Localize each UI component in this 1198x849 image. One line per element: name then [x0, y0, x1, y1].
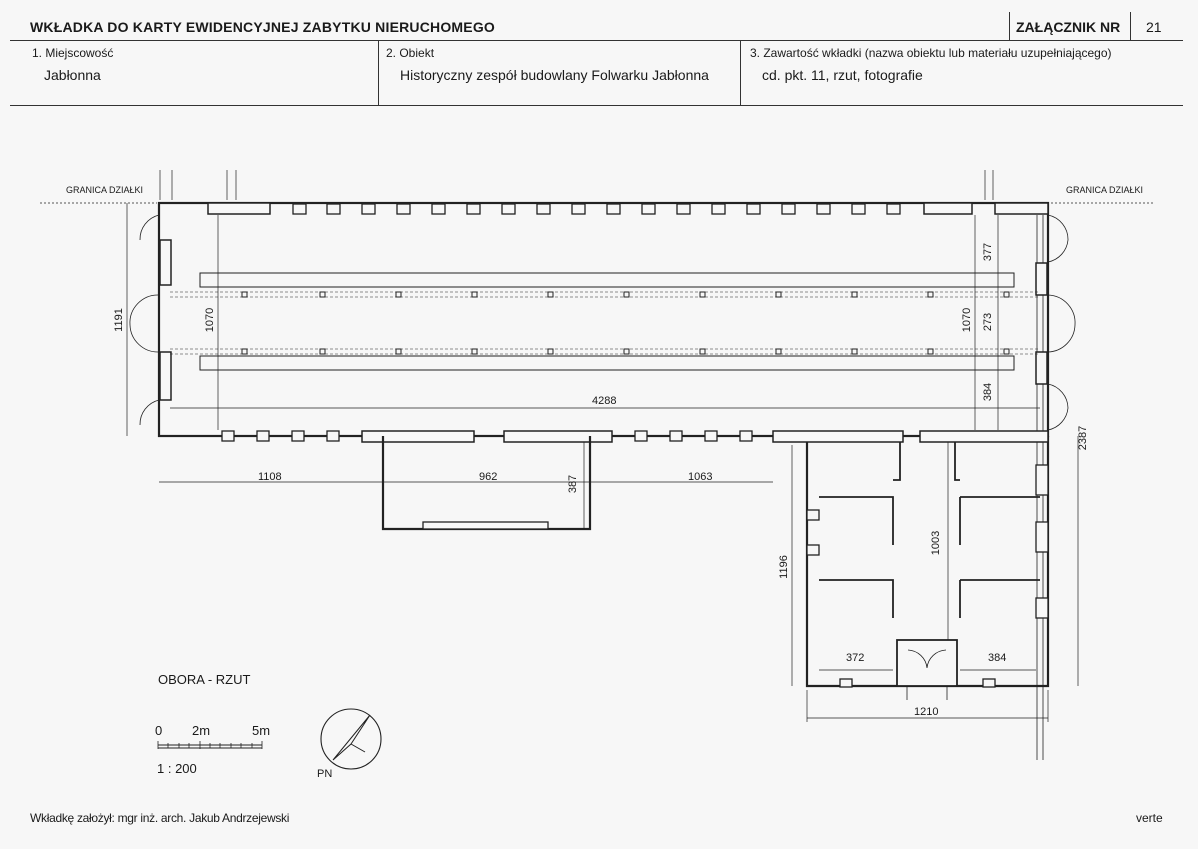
header-divider-zal — [1009, 12, 1010, 41]
field-label-content: 3. Zawartość wkładki (nazwa obiektu lub … — [750, 46, 1112, 60]
field-label-locality: 1. Miejscowość — [32, 46, 114, 60]
dim-387: 387 — [567, 474, 580, 494]
dimension-lines — [126, 203, 1079, 722]
scale-label-2m: 2m — [192, 723, 211, 738]
dim-372: 372 — [846, 652, 865, 664]
attachment-number: 21 — [1146, 19, 1162, 35]
dim-1003: 1003 — [930, 530, 943, 556]
drawing-title: OBORA - RZUT — [158, 672, 251, 687]
dim-1108: 1108 — [258, 471, 282, 483]
dim-384-lower: 384 — [988, 652, 1007, 664]
north-arrow-icon — [320, 708, 382, 770]
boundary-label-right: GRANICA DZIAŁKI — [1066, 185, 1144, 195]
dim-377: 377 — [982, 242, 995, 262]
scale-label-zero: 0 — [155, 723, 163, 738]
boundary-label-left: GRANICA DZIAŁKI — [66, 185, 144, 195]
header-divider-num — [1130, 12, 1131, 41]
verte-note: verte — [1136, 811, 1163, 825]
dim-1070-left: 1070 — [204, 307, 217, 333]
field-label-object: 2. Obiekt — [386, 46, 435, 60]
dim-273: 273 — [982, 312, 995, 332]
dim-384-upper: 384 — [982, 382, 995, 402]
field-divider-1 — [378, 40, 379, 106]
field-divider-2 — [740, 40, 741, 106]
north-label: PN — [317, 768, 333, 780]
dim-4288: 4288 — [592, 395, 617, 407]
field-value-locality: Jabłonna — [44, 67, 101, 83]
scale-label-5m: 5m — [252, 723, 271, 738]
dim-1210: 1210 — [914, 706, 939, 718]
dim-1063: 1063 — [688, 471, 713, 483]
dim-1191: 1191 — [112, 308, 125, 332]
dim-1070-right: 1070 — [961, 307, 974, 333]
field-value-content: cd. pkt. 11, rzut, fotografie — [762, 67, 923, 83]
header-rule-top — [10, 40, 1183, 41]
attachment-label: ZAŁĄCZNIK NR — [1016, 19, 1121, 35]
column-posts — [241, 291, 1010, 355]
dim-1196: 1196 — [777, 555, 790, 579]
form-title: WKŁADKA DO KARTY EWIDENCYJNEJ ZABYTKU NI… — [30, 19, 496, 35]
field-value-object: Historyczny zespół budowlany Folwarku Ja… — [400, 67, 709, 83]
scale-ratio: 1 : 200 — [157, 761, 197, 776]
top-windows — [292, 203, 901, 215]
dim-962: 962 — [479, 471, 498, 483]
dim-2387: 2387 — [1077, 425, 1090, 451]
header-rule-bottom — [10, 105, 1183, 106]
author-note: Wkładkę założył: mgr inż. arch. Jakub An… — [30, 811, 290, 825]
